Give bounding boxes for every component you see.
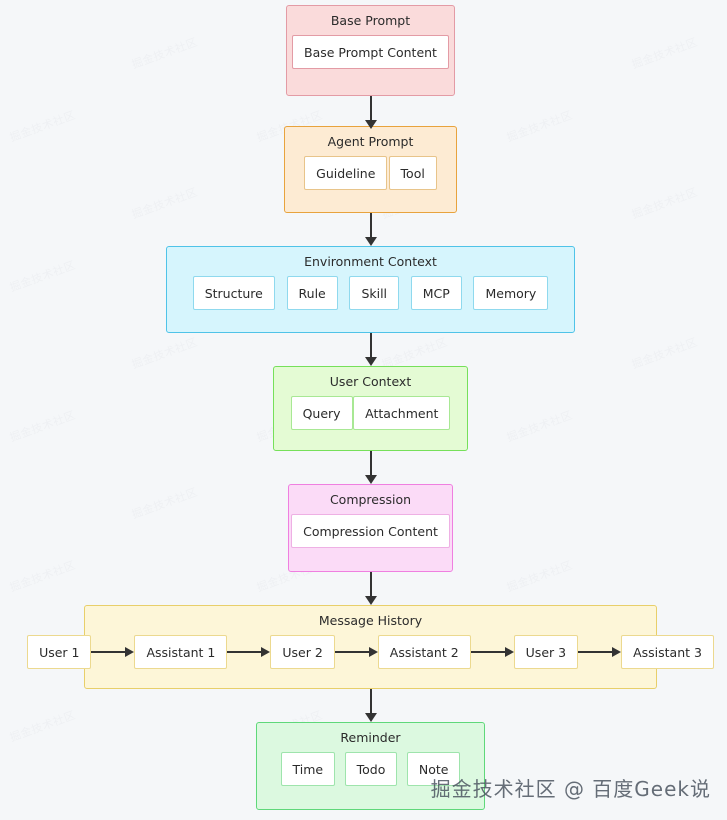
- group-user-context[interactable]: User Context Query Attachment: [273, 366, 468, 451]
- group-title-reminder: Reminder: [340, 730, 401, 745]
- group-title-user-context: User Context: [329, 374, 412, 389]
- group-title-agent-prompt: Agent Prompt: [327, 134, 414, 149]
- node-compression-content[interactable]: Compression Content: [291, 514, 450, 548]
- group-environment-context[interactable]: Environment Context Structure Rule Skill…: [166, 246, 575, 333]
- node-base-prompt-content[interactable]: Base Prompt Content: [292, 35, 449, 69]
- node-attachment[interactable]: Attachment: [353, 396, 451, 430]
- node-mcp[interactable]: MCP: [410, 276, 462, 310]
- connector-message-history-to-reminder: [364, 689, 378, 722]
- connector-user-1-to-assistant-1: [91, 646, 135, 658]
- connector-user-context-to-compression: [364, 451, 378, 484]
- connector-base-prompt-to-agent-prompt: [364, 96, 378, 129]
- node-user-3[interactable]: User 3: [513, 635, 579, 669]
- connector-user-3-to-assistant-3: [578, 646, 622, 658]
- node-todo[interactable]: Todo: [344, 752, 398, 786]
- node-assistant-2[interactable]: Assistant 2: [377, 635, 471, 669]
- node-note[interactable]: Note: [406, 752, 461, 786]
- group-body-compression: Compression Content: [289, 514, 452, 548]
- group-body-base-prompt: Base Prompt Content: [287, 35, 454, 69]
- connector-user-2-to-assistant-2: [334, 646, 378, 658]
- group-message-history[interactable]: Message History User 1 Assistant 1 User …: [27, 605, 714, 689]
- group-reminder[interactable]: Reminder Time Todo Note: [256, 722, 485, 810]
- group-title-base-prompt: Base Prompt: [330, 13, 411, 28]
- connector-compression-to-message-history: [364, 572, 378, 605]
- group-body-agent-prompt: Guideline Tool: [285, 156, 456, 190]
- node-structure[interactable]: Structure: [192, 276, 275, 310]
- group-body-user-context: Query Attachment: [274, 396, 467, 430]
- group-body-environment-context: Structure Rule Skill MCP Memory: [167, 276, 574, 310]
- node-user-2[interactable]: User 2: [270, 635, 335, 669]
- node-memory[interactable]: Memory: [473, 276, 549, 310]
- node-assistant-1[interactable]: Assistant 1: [134, 635, 228, 669]
- node-assistant-3[interactable]: Assistant 3: [621, 635, 714, 669]
- group-compression[interactable]: Compression Compression Content: [288, 484, 453, 572]
- group-body-message-history: User 1 Assistant 1 User 2 Assistant 2 Us…: [27, 635, 714, 669]
- connector-environment-context-to-user-context: [364, 333, 378, 366]
- node-tool[interactable]: Tool: [388, 156, 437, 190]
- group-agent-prompt[interactable]: Agent Prompt Guideline Tool: [284, 126, 457, 213]
- node-skill[interactable]: Skill: [349, 276, 400, 310]
- node-guideline[interactable]: Guideline: [304, 156, 388, 190]
- group-title-environment-context: Environment Context: [304, 254, 437, 269]
- connector-agent-prompt-to-environment-context: [364, 213, 378, 246]
- node-query[interactable]: Query: [290, 396, 353, 430]
- group-title-compression: Compression: [329, 492, 412, 507]
- group-base-prompt[interactable]: Base Prompt Base Prompt Content: [286, 5, 455, 96]
- node-user-1[interactable]: User 1: [27, 635, 92, 669]
- group-title-message-history: Message History: [318, 613, 423, 628]
- node-time[interactable]: Time: [280, 752, 336, 786]
- connector-assistant-1-to-user-2: [227, 646, 271, 658]
- connector-assistant-2-to-user-3: [470, 646, 514, 658]
- foreground-watermark: 掘金技术社区 @ 百度Geek说: [430, 777, 711, 801]
- group-body-reminder: Time Todo Note: [257, 752, 484, 786]
- node-rule[interactable]: Rule: [286, 276, 338, 310]
